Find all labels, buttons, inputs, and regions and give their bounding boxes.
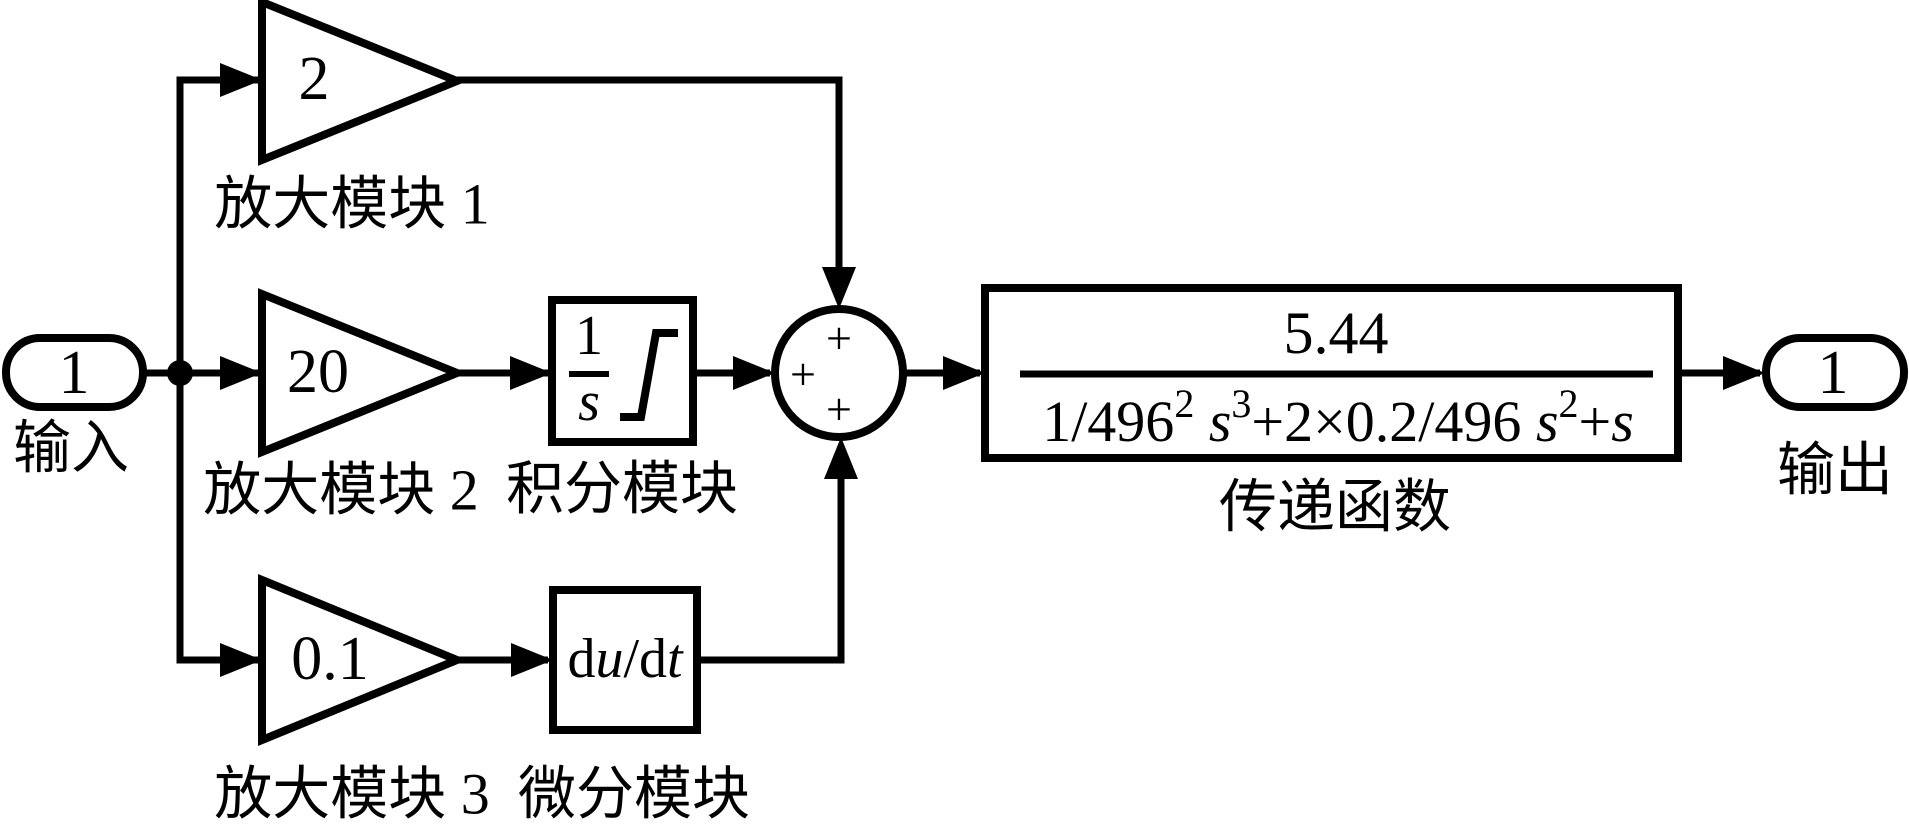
- derivative-block-shape: [549, 586, 701, 734]
- derivative-label: 微分模块: [518, 762, 750, 827]
- tf-den-seg4: s: [1521, 389, 1558, 454]
- gain3-value: 0.1: [291, 625, 369, 693]
- gain1-label: 放大模块 1: [214, 172, 490, 237]
- tf-den-sup1: 2: [1174, 381, 1194, 426]
- derivative-d1: d: [567, 628, 595, 690]
- tf-den-sup3: 2: [1559, 381, 1579, 426]
- tf-den-seg2: s: [1194, 389, 1231, 454]
- derivative-d2: d: [639, 628, 667, 690]
- arrowhead-into-tf: [943, 356, 985, 390]
- sum-sign-left: +: [790, 349, 816, 400]
- gain3-triangle: [258, 574, 468, 746]
- derivative-t: t: [667, 628, 684, 690]
- connector-gain1-to-sum: [457, 76, 843, 300]
- tf-den-seg3: +2×0.2/496: [1251, 389, 1521, 454]
- input-label: 输入: [13, 416, 129, 481]
- tf-den-sup2: 3: [1231, 381, 1251, 426]
- arrowhead-into-output: [1723, 356, 1765, 390]
- integrator-icon: [620, 329, 678, 421]
- tf-den-seg5: +: [1579, 389, 1612, 454]
- derivative-formula: du/dt: [567, 628, 684, 690]
- input-port-shape: [2, 334, 147, 411]
- sum-sign-top: +: [826, 313, 852, 364]
- branch-dot: [167, 360, 193, 386]
- gain1-value: 2: [299, 45, 330, 113]
- tf-label: 传递函数: [1219, 475, 1451, 540]
- gain2-label: 放大模块 2: [203, 458, 479, 523]
- arrowhead-into-sum-bottom: [824, 437, 858, 479]
- arrowhead-into-sum-top: [822, 267, 856, 309]
- tf-denominator: 1/4962 s3+2×0.2/496 s2+s: [1042, 381, 1634, 454]
- input-port-value: 1: [59, 339, 90, 407]
- gain1-triangle: [258, 0, 468, 166]
- derivative-u: u: [595, 628, 623, 690]
- arrowhead-into-gain3: [220, 643, 262, 677]
- arrowhead-into-integrator: [510, 356, 552, 390]
- output-port-shape: [1762, 334, 1908, 411]
- gain3-label: 放大模块 3: [214, 762, 490, 827]
- arrowhead-into-derivative: [511, 643, 553, 677]
- output-port-value: 1: [1818, 339, 1849, 407]
- tf-den-seg1: 1/496: [1042, 389, 1174, 454]
- connector-derivative-to-sum: [697, 470, 845, 664]
- sum-junction-shape: [771, 305, 907, 441]
- sum-sign-bottom: +: [826, 384, 852, 435]
- output-label: 输出: [1777, 438, 1893, 503]
- integrator-denominator: s: [578, 371, 600, 433]
- arrowhead-into-gain2: [220, 356, 262, 390]
- gain2-triangle: [258, 288, 468, 458]
- gain2-value: 20: [287, 338, 349, 406]
- arrowhead-into-gain1: [220, 63, 262, 97]
- tf-numerator: 5.44: [1284, 300, 1389, 366]
- derivative-slash: /: [623, 628, 639, 690]
- arrowhead-into-sum-left: [733, 356, 775, 390]
- tf-den-seg6: s: [1611, 389, 1634, 454]
- integrator-label: 积分模块: [506, 457, 738, 522]
- integrator-numerator: 1: [575, 305, 603, 367]
